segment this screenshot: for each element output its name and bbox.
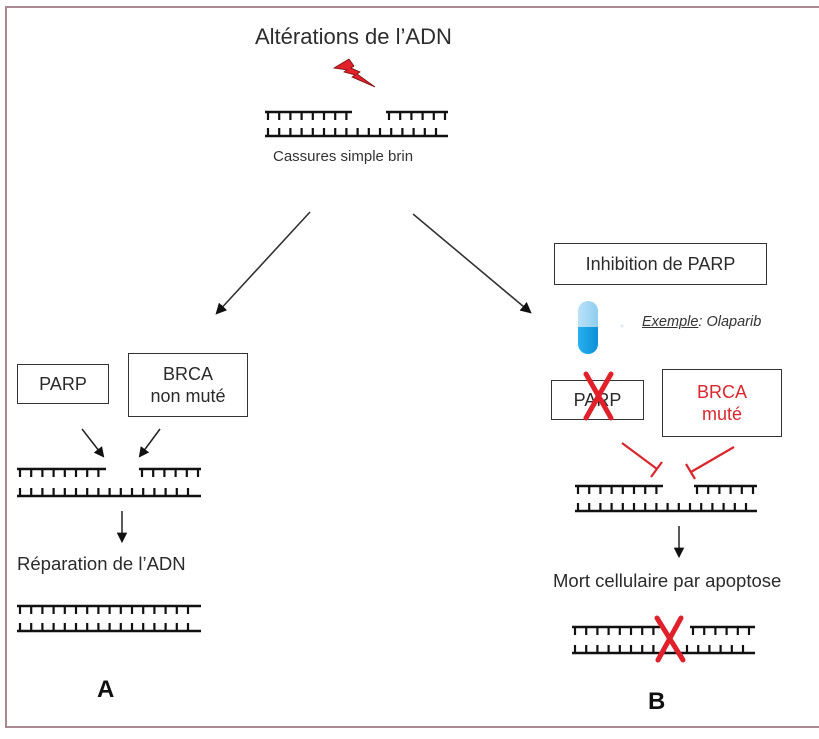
damage-caption: Cassures simple brin bbox=[273, 148, 414, 165]
pathway-a-label: A bbox=[97, 676, 115, 703]
brca-label-b-line2: muté bbox=[701, 404, 742, 424]
figure-frame bbox=[5, 6, 819, 728]
repair-outcome-label: Réparation de l’ADN bbox=[17, 553, 186, 574]
parp-box-a: PARP bbox=[17, 364, 109, 404]
brca-label-a-line2: non muté bbox=[150, 386, 226, 406]
example-label: Exemple bbox=[642, 314, 699, 330]
brca-box-b: BRCA muté bbox=[662, 369, 782, 437]
brca-box-a: BRCA non muté bbox=[128, 353, 248, 417]
parp-inhibition-box: Inhibition de PARP bbox=[554, 243, 767, 285]
pathway-b-label: B bbox=[648, 688, 666, 715]
parp-box-b: PARP bbox=[551, 380, 644, 420]
diagram-title: Altérations de l’ADN bbox=[255, 24, 452, 49]
brca-label-a-line1: BRCA bbox=[162, 363, 213, 384]
example-drug-name: Olaparib bbox=[706, 314, 762, 330]
parp-label-a: PARP bbox=[39, 373, 87, 394]
example-drug-text: Exemple: Olaparib bbox=[642, 314, 761, 330]
parp-label-b: PARP bbox=[573, 389, 622, 410]
brca-label-b-line1: BRCA bbox=[696, 381, 747, 402]
example-separator: : bbox=[698, 314, 703, 330]
apoptosis-outcome-label: Mort cellulaire par apoptose bbox=[553, 570, 782, 591]
parp-inhibition-label: Inhibition de PARP bbox=[585, 253, 736, 274]
